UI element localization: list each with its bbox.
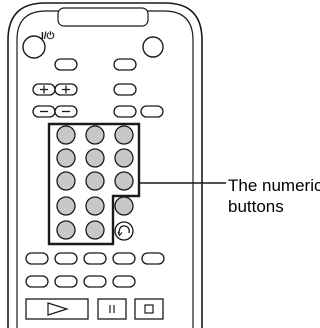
number-button-1[interactable] (56, 125, 76, 145)
number-button-6[interactable] (114, 148, 134, 168)
pill-row2-2[interactable] (54, 275, 78, 288)
round-button-right[interactable] (142, 36, 164, 58)
pause-button[interactable] (97, 298, 127, 320)
callout-line-2: buttons (228, 197, 284, 216)
play-button[interactable] (25, 298, 89, 320)
ir-window (57, 7, 149, 27)
plus-button-2[interactable] (54, 83, 78, 96)
stop-button[interactable] (134, 298, 164, 320)
pill-row1-3[interactable] (83, 252, 107, 265)
return-arrow-icon (118, 225, 130, 235)
minus-button-1[interactable] (32, 105, 56, 118)
number-button-8[interactable] (85, 171, 105, 191)
numeric-keypad-frame (47, 122, 141, 246)
play-triangle-icon (47, 302, 69, 316)
pill-button-2[interactable] (113, 58, 137, 71)
number-button-7[interactable] (56, 171, 76, 191)
plus-icon (62, 85, 70, 94)
pill-row1-2[interactable] (54, 252, 78, 265)
minus-button-2[interactable] (54, 105, 78, 118)
pill-button-3[interactable] (113, 83, 137, 96)
number-button-4[interactable] (56, 148, 76, 168)
callout-line-1: The numeric (228, 176, 320, 195)
plus-button-1[interactable] (32, 83, 56, 96)
number-button-row4-a[interactable] (56, 196, 76, 216)
number-button-2[interactable] (85, 125, 105, 145)
return-button[interactable] (114, 221, 134, 241)
pill-row1-1[interactable] (25, 252, 49, 265)
plus-icon (40, 85, 48, 94)
pill-row2-4[interactable] (112, 275, 136, 288)
stop-icon (144, 304, 154, 314)
pill-button-5[interactable] (140, 105, 164, 118)
number-button-row4-c[interactable] (114, 196, 134, 216)
numeric-buttons-callout: The numeric buttons (228, 175, 320, 217)
pill-row1-5[interactable] (141, 252, 165, 265)
number-button-10[interactable] (56, 220, 76, 240)
remote-body-outline (7, 2, 203, 328)
power-symbol-label: I/⏻ (41, 30, 55, 42)
pill-button-4[interactable] (113, 105, 137, 118)
number-button-11[interactable] (85, 220, 105, 240)
pill-row1-4[interactable] (112, 252, 136, 265)
number-button-9[interactable] (114, 171, 134, 191)
number-button-row4-b[interactable] (85, 196, 105, 216)
pill-row2-3[interactable] (83, 275, 107, 288)
number-button-5[interactable] (85, 148, 105, 168)
numeric-buttons (56, 125, 134, 240)
pause-icon (109, 305, 115, 313)
power-button[interactable] (22, 35, 46, 59)
number-button-3[interactable] (114, 125, 134, 145)
pill-row2-1[interactable] (25, 275, 49, 288)
pill-button-1[interactable] (54, 58, 78, 71)
